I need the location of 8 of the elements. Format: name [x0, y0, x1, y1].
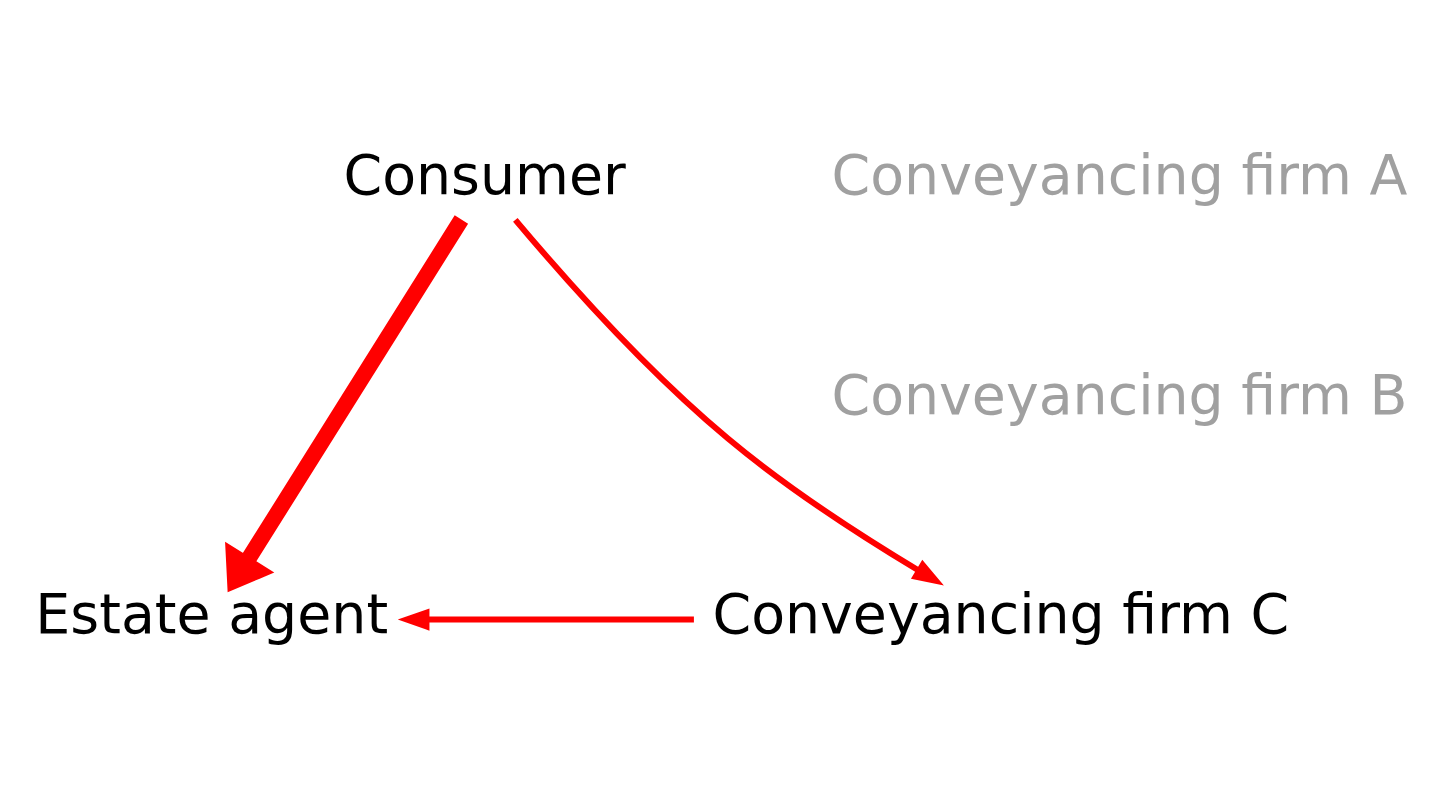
arrow	[397, 608, 694, 631]
node-text: Estate agent	[35, 582, 389, 647]
node-text: Conveyancing firm C	[712, 582, 1290, 647]
arrow	[513, 217, 944, 586]
label: Conveyancing firm B	[831, 362, 1408, 427]
arrow	[225, 215, 469, 593]
node-text: Consumer	[343, 143, 626, 208]
label: Conveyancing firm A	[831, 143, 1408, 208]
